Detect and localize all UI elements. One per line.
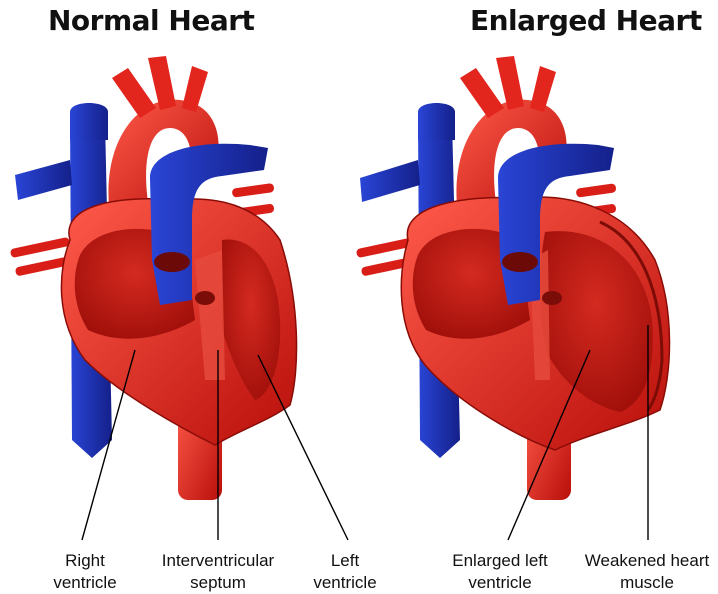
label-right-ventricle-line2: ventricle — [40, 572, 130, 594]
label-enlarged-left-ventricle-line1: Enlarged left — [440, 550, 560, 572]
subclavian-artery — [182, 66, 208, 112]
carotid-artery-enlarged — [496, 56, 524, 110]
brachiocephalic-artery — [112, 68, 156, 118]
pulmonary-artery-right-1-enlarged — [576, 183, 617, 197]
enlarged-heart-drawing — [356, 56, 670, 500]
label-weakened-muscle-line1: Weakened heart — [578, 550, 716, 572]
brachiocephalic-artery-enlarged — [460, 68, 504, 118]
pulmonary-vein-left-enlarged — [360, 160, 420, 202]
pulmonary-vein-left — [15, 160, 72, 200]
label-septum: Interventricular septum — [148, 550, 288, 594]
valve — [195, 291, 215, 305]
subclavian-artery-enlarged — [530, 66, 556, 112]
label-right-ventricle-line1: Right — [40, 550, 130, 572]
pulmonary-artery-left-1 — [10, 237, 71, 258]
leader-left-ventricle — [258, 355, 348, 540]
label-weakened-muscle: Weakened heart muscle — [578, 550, 716, 594]
pulmonary-trunk-opening — [154, 252, 190, 272]
label-left-ventricle: Left ventricle — [300, 550, 390, 594]
label-septum-line1: Interventricular — [148, 550, 288, 572]
pulmonary-artery-right-1 — [232, 183, 275, 198]
label-enlarged-left-ventricle: Enlarged left ventricle — [440, 550, 560, 594]
label-left-ventricle-line1: Left — [300, 550, 390, 572]
label-weakened-muscle-line2: muscle — [578, 572, 716, 594]
label-right-ventricle: Right ventricle — [40, 550, 130, 594]
valve-enlarged — [542, 291, 562, 305]
superior-vena-cava — [70, 103, 108, 140]
normal-heart-drawing — [10, 56, 297, 500]
label-left-ventricle-line2: ventricle — [300, 572, 390, 594]
pulmonary-trunk-opening-enlarged — [502, 252, 538, 272]
carotid-artery — [148, 56, 176, 110]
label-enlarged-left-ventricle-line2: ventricle — [440, 572, 560, 594]
superior-vena-cava-enlarged — [418, 103, 455, 140]
label-septum-line2: septum — [148, 572, 288, 594]
